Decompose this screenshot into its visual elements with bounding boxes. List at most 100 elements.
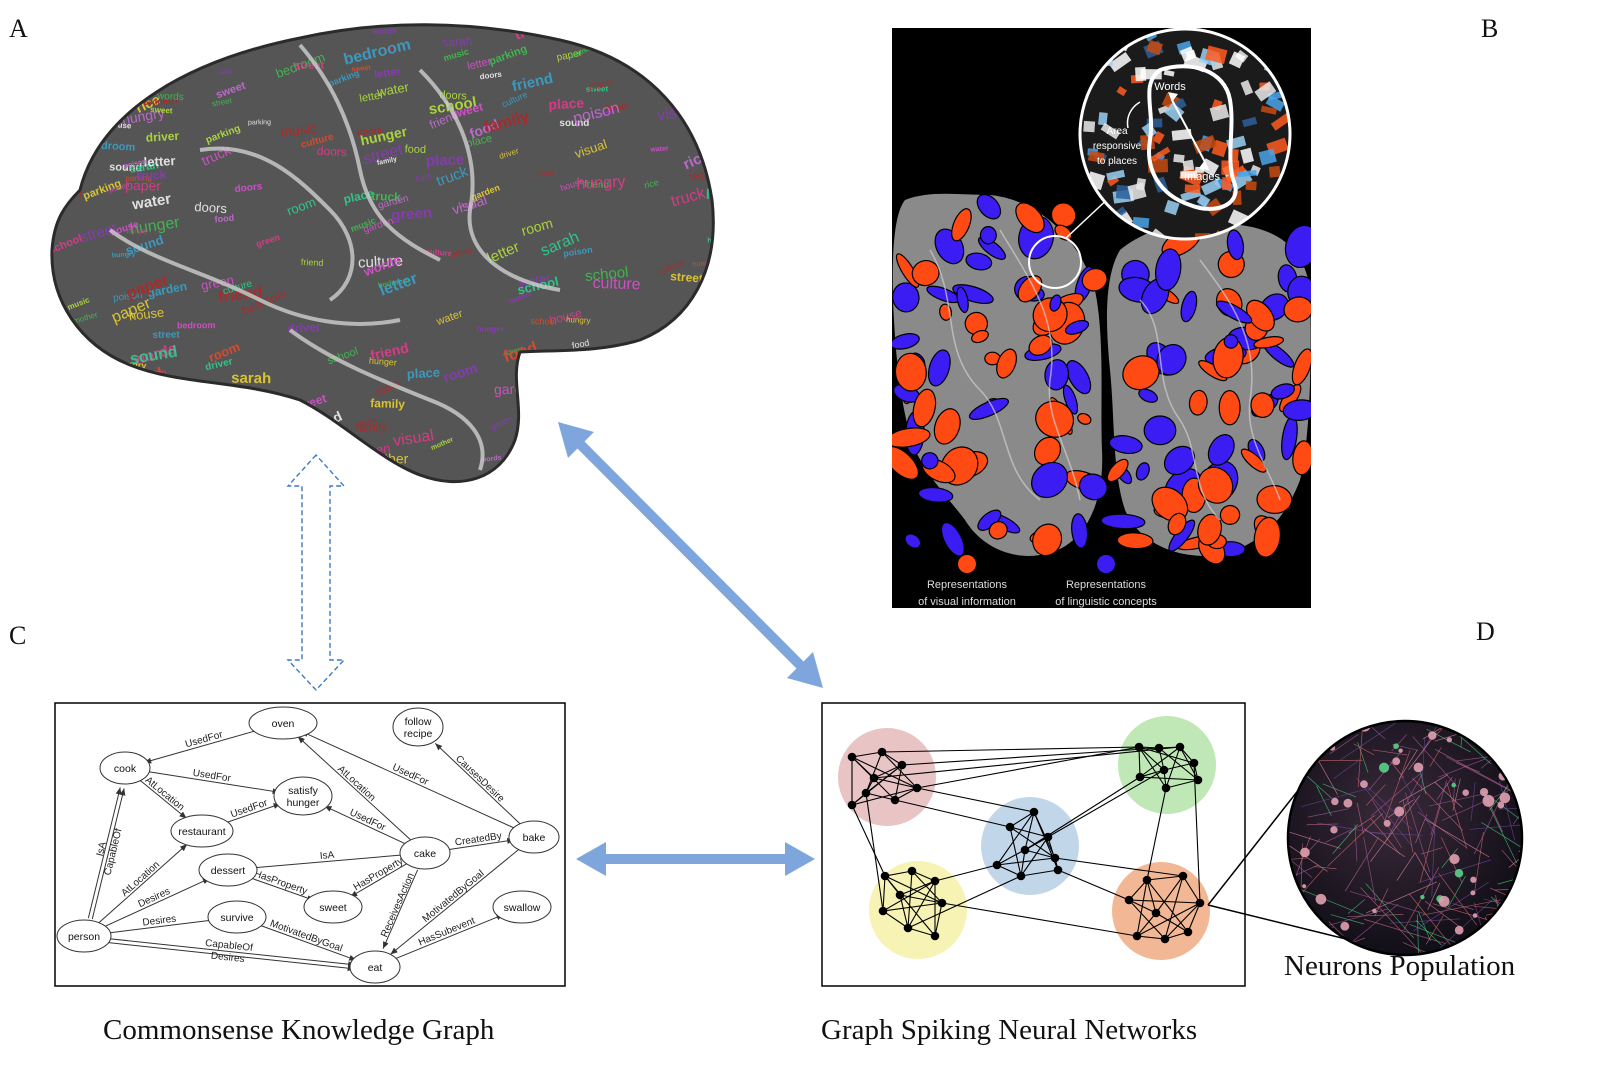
neuron-dendrite [1438,758,1486,778]
gsnn-edge [1136,902,1201,937]
kg-node-label: survive [220,912,253,924]
gsnn-neuron [992,860,1002,870]
neuron-dendrite [1307,808,1349,818]
neuron-soma [1378,762,1390,773]
neuron-dendrite [1371,832,1423,836]
neuron-dendrite [1494,887,1522,891]
gsnn-neuron [1193,775,1203,785]
neuron-dendrite [1330,914,1365,925]
kg-node-label: cook [114,763,137,775]
neuron-dendrite [1289,924,1332,950]
gsnn-neuron [1154,743,1164,753]
gsnn-edge [1138,746,1141,778]
legend-visual-line-2: of visual information [918,596,1016,608]
neuron-dendrite [1420,847,1443,855]
neuron-dendrite [1417,811,1468,849]
fmri-activation-blob [1143,415,1177,446]
gsnn-neuron [897,760,907,770]
fmri-activation-blob [1015,202,1045,234]
brain-word: words [689,170,720,182]
inset-patch [1135,66,1147,82]
neuron-dendrite [1361,666,1366,721]
neuron-dendrite [1434,749,1512,791]
brain-word: green [459,202,477,210]
kg-node-label: recipe [404,728,433,740]
inset-patch [1237,170,1257,178]
fmri-activation-blob [1197,466,1234,504]
gsnn-edge [1146,875,1184,881]
neuron-dendrite [1366,881,1437,914]
kg-node-cake: cake [399,836,451,870]
fmri-activation-blob [1135,462,1150,481]
brain-word: visual [392,427,435,450]
neuron-dendrite [1499,780,1516,841]
neuron-soma [1451,782,1456,788]
gsnn-edge [899,880,936,896]
brain-word: hungry [126,228,148,236]
brain-word: food [605,101,628,115]
fmri-activation-blob [1062,384,1079,415]
kg-edge: CapableOf [102,937,356,968]
gsnn-edge [1165,746,1181,789]
fmri-activation-blob [1188,389,1208,416]
brain-word: house [118,440,159,458]
gsnn-edge [1057,869,1130,901]
inset-images-label: Images [1184,171,1221,183]
inset-patch [1146,39,1163,56]
brain-word: hunger [369,356,398,368]
gsnn-edge [881,746,1140,753]
brain-word: doors [52,468,86,485]
neuron-dendrite [1325,908,1388,927]
neuron-dendrite [1333,760,1359,780]
arrow-brain-to-gsnn [558,422,823,688]
brain-word: street [152,330,180,341]
neuron-soma [1470,890,1476,896]
kg-node-restaurant: restaurant [170,814,234,848]
inset-patch [1196,194,1211,208]
gsnn-edge [1136,935,1166,940]
fmri-activation-blob [979,226,997,245]
kg-node-dessert: dessert [198,853,258,887]
inset-patch [1209,103,1230,122]
neuron-dendrite [1412,777,1464,831]
fmri-activation-blob [1253,516,1281,558]
brain-word: bedroom [143,96,178,107]
neuron-dendrite [1501,849,1517,867]
gsnn-neuron [907,866,917,876]
fmri-activation-blob [1219,504,1241,525]
gsnn-edge [1128,899,1166,940]
inset-patch [1164,199,1180,216]
gsnn-edge [1047,769,1165,838]
gsnn-edge [1139,746,1181,778]
brain-word: doors [357,125,383,138]
neuron-soma [1372,908,1377,914]
inset-area-line-3: to places [1097,156,1137,167]
fmri-activation-blob [996,348,1018,379]
fmri-activation-blob [968,397,1009,420]
fmri-activation-blob [1064,319,1090,335]
fmri-activation-blob [1050,202,1077,228]
fmri-activation-blob [1071,513,1089,549]
kg-node-label: satisfy [288,785,319,797]
neuron-soma [1360,780,1368,789]
inset-patch [1115,184,1132,200]
gsnn-edge [884,875,943,904]
kg-node-swallow: swallow [492,890,552,924]
brain-word: water [649,145,669,153]
neuron-soma [1449,853,1460,865]
brain-word: truck [137,168,167,183]
gsnn-edge [1165,779,1199,789]
brain-word: letter [466,56,493,73]
legend-linguistic-line-1: Representations [1066,579,1147,591]
gsnn-edge [851,751,883,758]
kg-node-label: oven [272,718,295,730]
gsnn-neuron [1151,908,1161,918]
neuron-soma [1454,925,1464,935]
inset-patch [1242,116,1258,128]
gsnn-neuron [1029,807,1039,817]
neuron-dendrite [1435,899,1493,953]
brain-word: place [548,95,585,113]
brain-word: garden [709,312,754,333]
